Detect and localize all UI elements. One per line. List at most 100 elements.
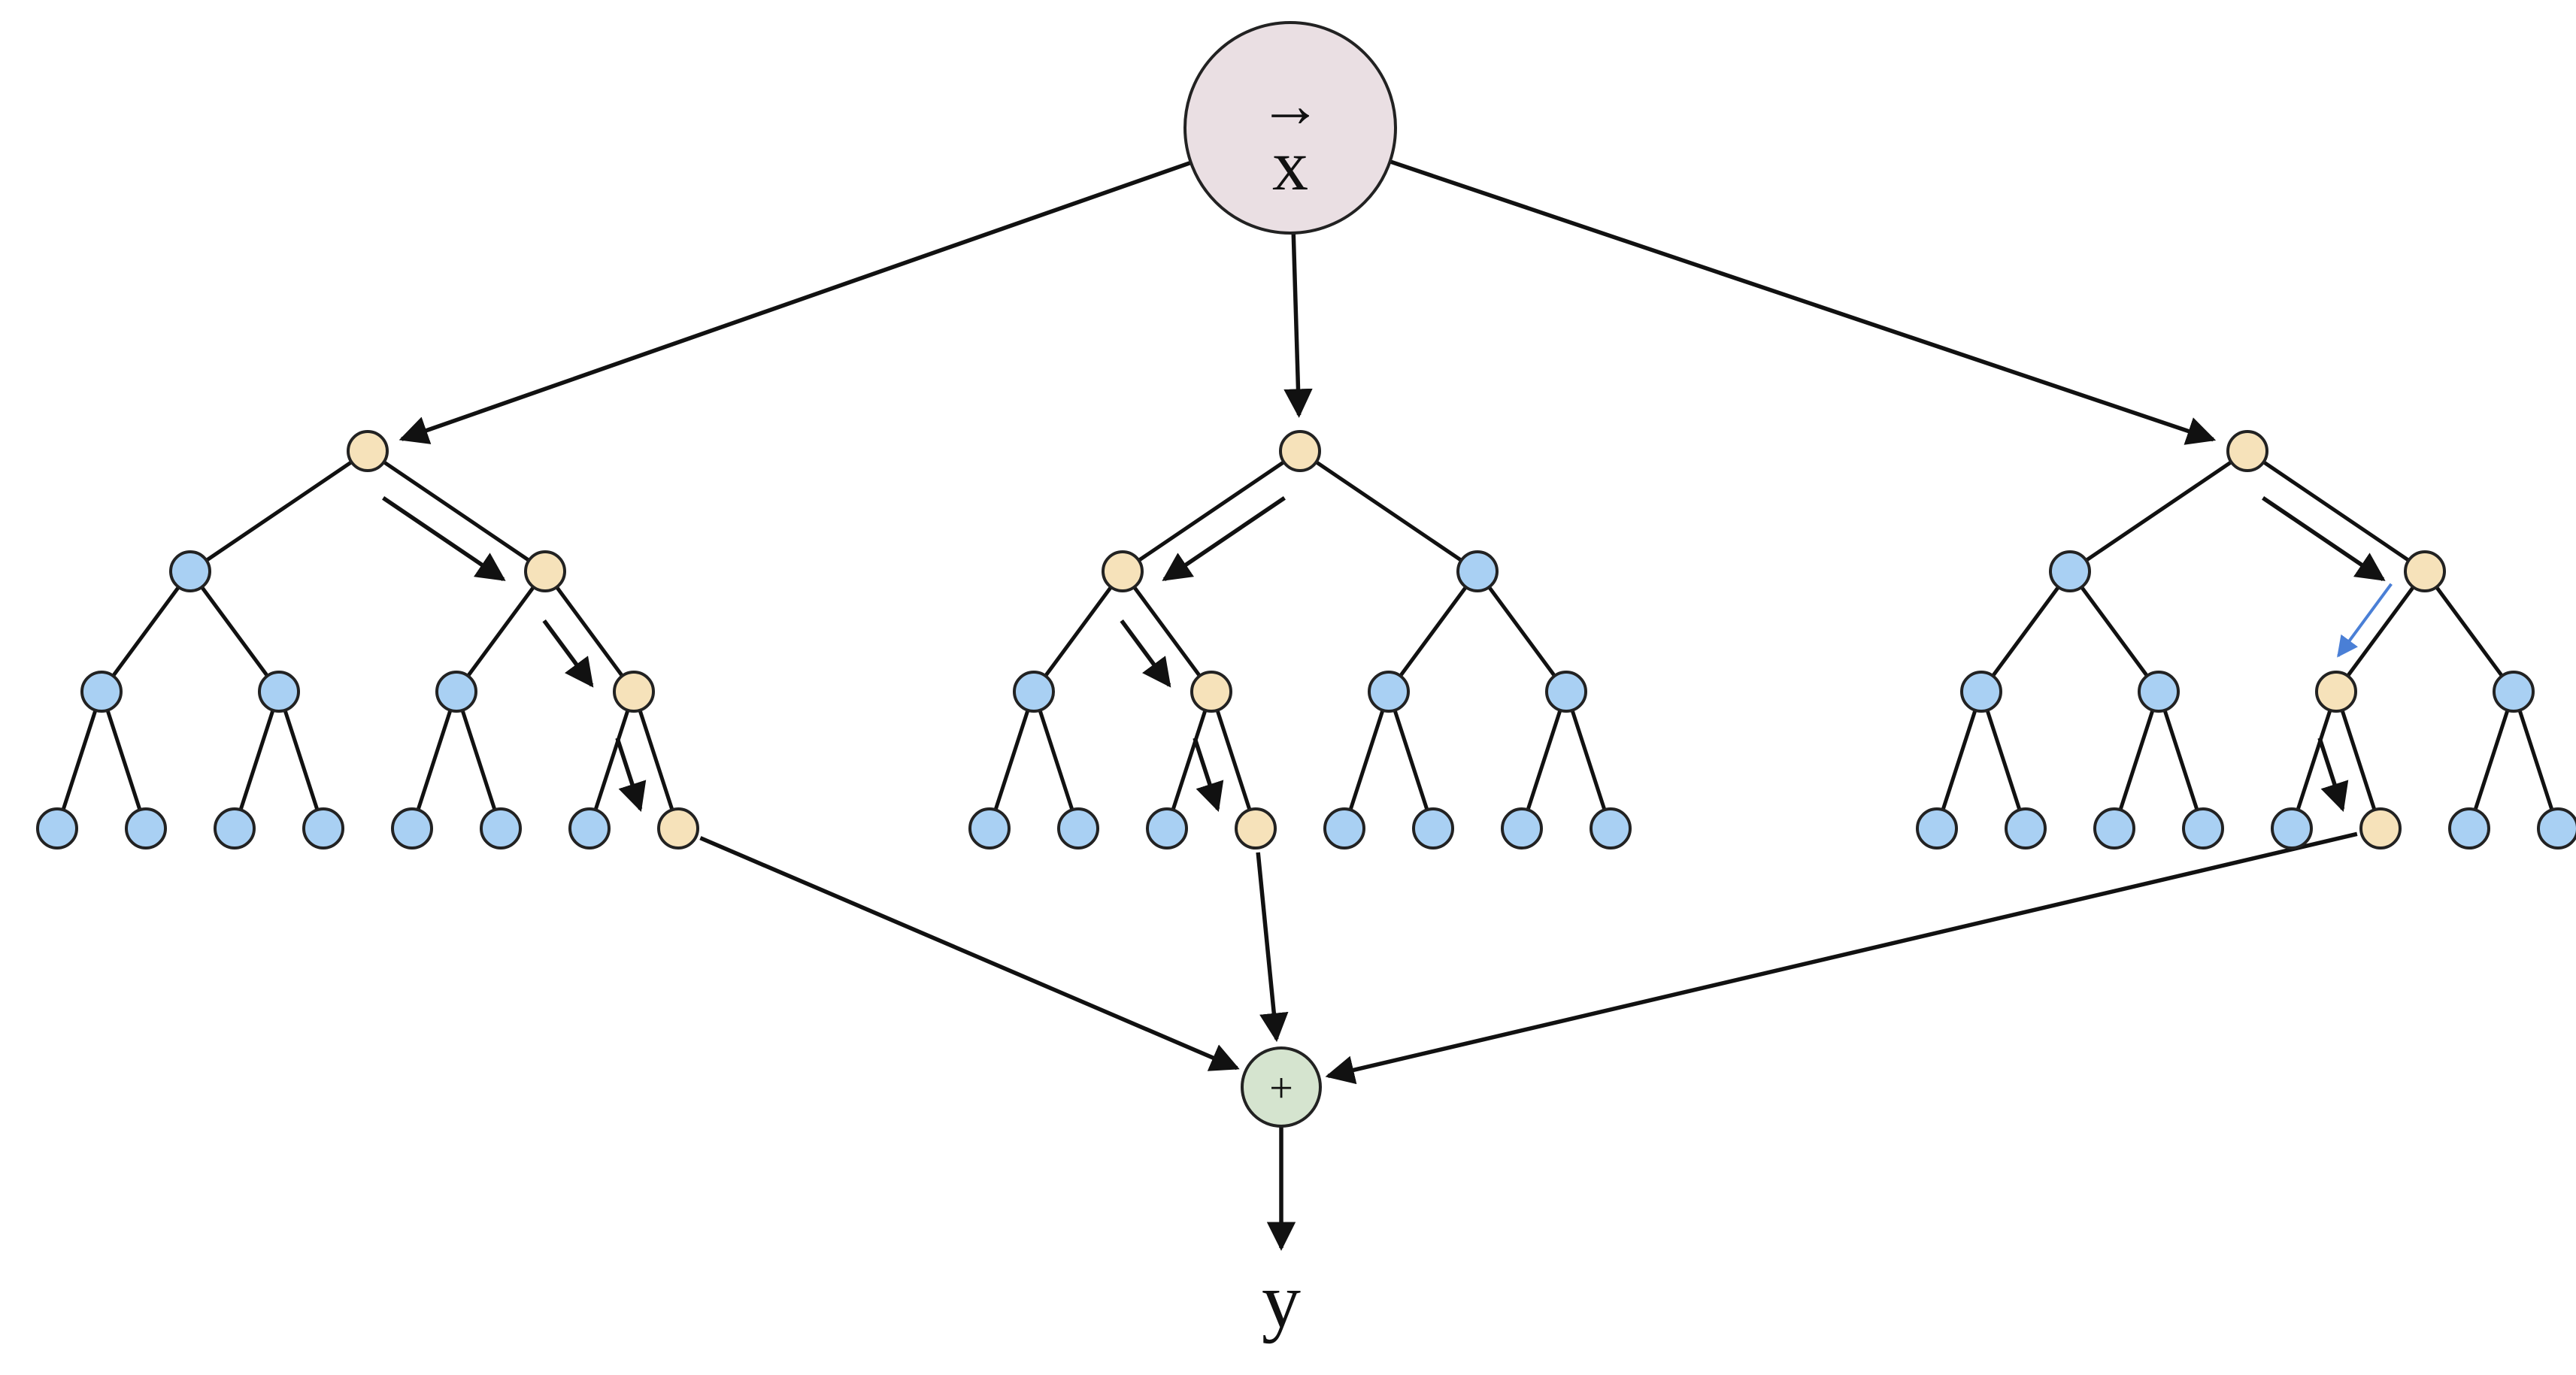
tree-1-edge xyxy=(55,691,104,829)
tree-3-edge xyxy=(2334,691,2383,829)
tree-2-edge xyxy=(1209,691,1258,829)
tree-1-root-on-path xyxy=(347,430,389,472)
tree-2-input-arrow xyxy=(1283,232,1313,418)
tree-3-leaf-on-path xyxy=(2359,807,2402,850)
tree-1-edge xyxy=(232,691,281,829)
tree-1-input-arrow xyxy=(399,160,1192,444)
input-symbol: x xyxy=(1272,125,1308,205)
tree-2-split xyxy=(1013,671,1055,713)
tree-1-edge xyxy=(99,691,148,829)
tree-2-path-arrow xyxy=(1120,619,1171,688)
tree-3-split xyxy=(2493,671,2535,713)
tree-1-split xyxy=(169,550,211,592)
tree-1-edge xyxy=(454,570,547,693)
tree-3-split-on-path xyxy=(2315,671,2357,713)
tree-3-edge xyxy=(2467,691,2516,829)
tree-2-edge xyxy=(1120,570,1214,693)
tree-1-path-arrow xyxy=(382,496,506,581)
tree-1-split xyxy=(435,671,477,713)
tree-nodes xyxy=(36,430,2576,850)
tree-3-leaf xyxy=(2005,807,2047,850)
tree-2-leaf xyxy=(1057,807,1099,850)
tree-3-edge xyxy=(2246,449,2426,574)
input-output-connectors xyxy=(399,159,2358,1251)
tree-1-path-arrow xyxy=(615,737,647,812)
input-vector-arrow: → xyxy=(1259,71,1322,141)
sum-node: + xyxy=(1241,1046,1322,1128)
tree-1-leaf xyxy=(302,807,344,850)
tree-2-leaf xyxy=(1323,807,1365,850)
tree-3-edge xyxy=(2068,570,2161,693)
tree-2-edge xyxy=(1032,691,1080,829)
tree-3-path-arrow xyxy=(2262,496,2386,581)
tree-2-edge xyxy=(1520,691,1568,829)
tree-3-split-on-path xyxy=(2404,550,2446,592)
tree-2-split-on-path xyxy=(1102,550,1144,592)
tree-2-path-arrow xyxy=(1193,737,1224,812)
tree-2-edge xyxy=(1299,449,1479,574)
tree-1-leaf xyxy=(391,807,433,850)
tree-1-split-on-path xyxy=(524,550,566,592)
tree-1-edge xyxy=(366,449,547,574)
tree-3-split xyxy=(1960,671,2002,713)
tree-2-edge xyxy=(1165,691,1214,829)
tree-1-path-arrow xyxy=(542,619,594,688)
tree-2-leaf xyxy=(968,807,1011,850)
tree-3-split xyxy=(2049,550,2091,592)
tree-1-edge xyxy=(632,691,680,829)
tree-1-edge xyxy=(188,570,281,693)
tree-2-edge xyxy=(1386,570,1480,693)
tree-3-edge xyxy=(2156,691,2205,829)
tree-3-root-on-path xyxy=(2226,430,2268,472)
tree-1-leaf xyxy=(480,807,522,850)
tree-2-root-on-path xyxy=(1279,430,1321,472)
tree-1-leaf-on-path xyxy=(657,807,699,850)
tree-2-edge xyxy=(987,691,1036,829)
tree-2-leaf xyxy=(1590,807,1632,850)
tree-2-split xyxy=(1368,671,1410,713)
tree-3-edge xyxy=(2112,691,2161,829)
tree-2-leaf xyxy=(1501,807,1543,850)
tree-2-split xyxy=(1545,671,1587,713)
tree-3-split xyxy=(2138,671,2180,713)
tree-3-edge xyxy=(1935,691,1984,829)
sum-symbol: + xyxy=(1269,1065,1293,1112)
tree-2-leaf xyxy=(1146,807,1188,850)
tree-3-path-arrow xyxy=(2317,737,2349,812)
decision-path-arrows xyxy=(382,496,2393,812)
tree-1-leaf xyxy=(568,807,611,850)
tree-1-leaf xyxy=(125,807,167,850)
tree-3-edge xyxy=(2290,691,2338,829)
tree-3-edge xyxy=(2423,570,2516,693)
tree-edges xyxy=(55,449,2560,829)
tree-1-edge xyxy=(189,449,369,574)
tree-3-leaf xyxy=(2271,807,2313,850)
tree-1-edge xyxy=(410,691,459,829)
tree-1-split xyxy=(258,671,300,713)
tree-3-edge xyxy=(1979,570,2072,693)
tree-2-edge xyxy=(1032,570,1125,693)
tree-1-split xyxy=(80,671,123,713)
tree-2-edge xyxy=(1564,691,1613,829)
tree-1-edge xyxy=(277,691,326,829)
tree-2-split xyxy=(1456,550,1499,592)
tree-2-split-on-path xyxy=(1190,671,1232,713)
tree-3-leaf xyxy=(2093,807,2135,850)
tree-3-path-arrow xyxy=(2337,583,2393,658)
output-label: y xyxy=(1262,1258,1301,1344)
tree-1-leaf xyxy=(214,807,256,850)
input-node: → x xyxy=(1183,21,1397,235)
tree-1-edge xyxy=(99,570,192,693)
tree-3-edge xyxy=(1979,691,2028,829)
tree-3-edge xyxy=(2068,449,2249,574)
tree-2-output-arrow xyxy=(1256,852,1289,1043)
tree-1-output-arrow xyxy=(699,836,1240,1071)
tree-2-leaf xyxy=(1412,807,1454,850)
tree-2-path-arrow xyxy=(1162,496,1286,581)
tree-3-edge xyxy=(2511,691,2560,829)
tree-3-output-arrow xyxy=(1325,831,2358,1085)
tree-3-leaf xyxy=(1916,807,1958,850)
tree-2-edge xyxy=(1342,691,1391,829)
tree-2-leaf-on-path xyxy=(1235,807,1277,850)
